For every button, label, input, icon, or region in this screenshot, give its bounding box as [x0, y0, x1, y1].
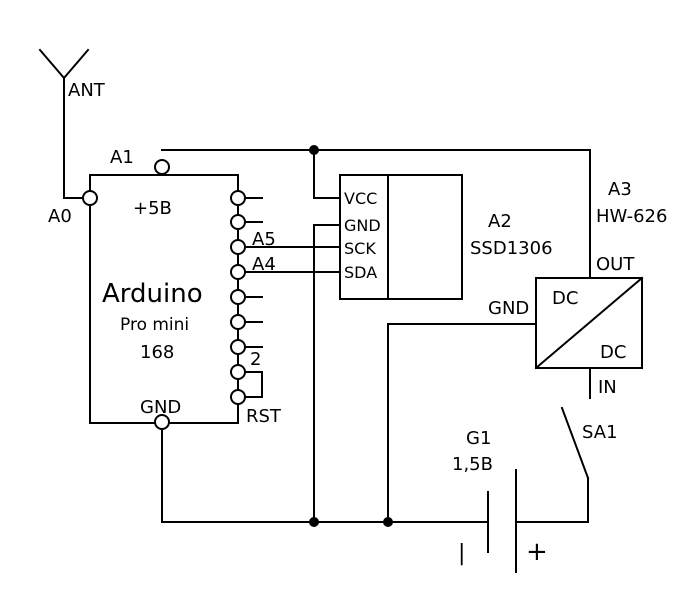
antenna	[38, 48, 90, 199]
antenna-label: ANT	[68, 80, 106, 101]
arduino-module	[82, 159, 341, 430]
display-pin-vcc: VCC	[344, 189, 377, 208]
display-vcc-wire	[313, 149, 341, 199]
display-pin-sda: SDA	[344, 263, 377, 282]
battery-minus-label: |	[458, 541, 465, 566]
arduino-a0-label: A0	[48, 206, 72, 227]
converter-in-label: IN	[598, 377, 617, 398]
display-pin-sck: SCK	[344, 239, 376, 258]
converter-out-label: OUT	[596, 254, 635, 275]
display-gnd-wire	[313, 224, 341, 523]
converter-ref: A3	[608, 179, 632, 200]
battery-plus-label: +	[526, 537, 548, 567]
junction-gnd-display	[309, 517, 319, 527]
battery-ref: G1	[466, 428, 491, 449]
arduino-ref: A1	[110, 147, 134, 168]
arduino-a5-label: A5	[252, 229, 276, 250]
junction-gnd-converter	[383, 517, 393, 527]
converter-part: HW-626	[596, 206, 667, 227]
arduino-a4-label: A4	[252, 254, 276, 275]
vcc-rail	[161, 149, 591, 279]
arduino-chip: 168	[140, 342, 174, 363]
battery-plus-wire	[515, 477, 589, 523]
junction-vcc	[309, 145, 319, 155]
battery-voltage: 1,5B	[452, 454, 493, 475]
arduino-a0-pin	[82, 190, 98, 206]
switch-ref: SA1	[582, 422, 618, 443]
display-ref: A2	[488, 211, 512, 232]
converter-gnd-wire	[387, 323, 537, 523]
converter-gnd-label: GND	[488, 298, 529, 319]
arduino-gnd-label: GND	[140, 397, 181, 418]
battery-g1	[487, 469, 517, 573]
arduino-pin2-label: 2	[250, 349, 261, 370]
converter-module	[534, 276, 644, 399]
converter-dc-top: DC	[552, 288, 578, 309]
arduino-5v-label: +5B	[133, 198, 172, 219]
arduino-model: Pro mini	[120, 315, 189, 335]
gnd-rail	[161, 427, 489, 523]
display-part: SSD1306	[470, 238, 553, 259]
arduino-rst-label: RST	[246, 406, 282, 427]
arduino-5v-pin	[154, 159, 170, 175]
arduino-gnd-pin	[154, 414, 170, 430]
arduino-right-pins	[230, 190, 341, 405]
display-pin-gnd: GND	[344, 216, 381, 235]
arduino-name: Arduino	[102, 279, 203, 309]
switch-sa1	[560, 406, 590, 480]
display-module	[339, 174, 463, 300]
converter-dc-bottom: DC	[600, 342, 626, 363]
